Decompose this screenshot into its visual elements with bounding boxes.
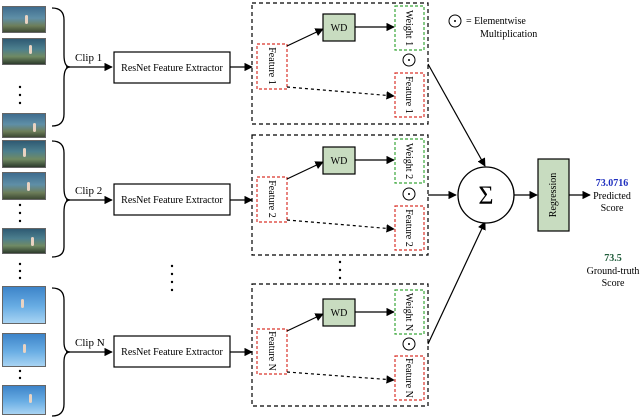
row-clip1: Clip 1 ResNet Feature Extractor Feature …	[66, 2, 429, 125]
clip1-frame-2	[2, 38, 46, 65]
sum-symbol: Σ	[478, 181, 493, 210]
clip1-frame-1	[2, 6, 46, 33]
clip2-resnet-label: ResNet Feature Extractor	[121, 195, 223, 206]
clip2-wd-label: WD	[331, 156, 348, 167]
clip1-feature-label: Feature 1	[266, 47, 277, 85]
clipN-module-box	[251, 283, 429, 407]
ground-truth-value: 73.5	[604, 253, 622, 264]
brace-clip2	[51, 140, 71, 258]
frame-dots	[18, 85, 22, 380]
clip1-label: Clip 1	[75, 52, 102, 64]
clip2-feature-out-label: Feature 2	[403, 209, 414, 247]
clip1-resnet-label: ResNet Feature Extractor	[121, 63, 223, 74]
clip2-frame-2	[2, 172, 46, 200]
row-ellipsis	[170, 260, 342, 292]
clipN-wd-box	[322, 298, 356, 327]
regression-label: Regression	[548, 173, 559, 217]
clipN-resnet-box	[113, 335, 231, 368]
clip-braces	[51, 7, 71, 417]
clip1-module-box	[251, 2, 429, 125]
clip2-resnet-box	[113, 183, 231, 216]
clipN-resnet-label: ResNet Feature Extractor	[121, 347, 223, 358]
predicted-score: 73.0716 Predicted Score	[593, 178, 631, 214]
clip1-feature-box	[256, 43, 288, 90]
clip2-wd-box	[322, 146, 356, 175]
clipN-label: Clip N	[75, 337, 105, 349]
ground-truth-line1: Ground-truth	[587, 266, 640, 277]
clip1-weight-box	[394, 5, 425, 51]
to-sum-arrows	[427, 63, 486, 345]
row-clipN: Clip N ResNet Feature Extractor Feature …	[66, 283, 429, 407]
regression-box	[537, 158, 570, 232]
predicted-line2: Score	[601, 203, 624, 214]
clip1-wd-label: WD	[331, 23, 348, 34]
clipN-feature-box	[256, 328, 288, 375]
clipN-feature-label: Feature N	[266, 331, 277, 371]
clipN-weight-box	[394, 289, 425, 335]
clipN-weight-label: Weight N	[403, 293, 414, 331]
clipN-feature-out-label: Feature N	[403, 358, 414, 398]
clip1-weight-label: Weight 1	[403, 10, 414, 46]
predicted-value: 73.0716	[596, 178, 629, 189]
legend-text-line2: Multiplication	[480, 29, 537, 40]
predicted-line1: Predicted	[593, 191, 631, 202]
clip2-weight-box	[394, 138, 425, 184]
clip1-frame-3	[2, 113, 46, 138]
clip1-feature-out-box	[394, 72, 425, 118]
ground-truth-score: 73.5 Ground-truth Score	[587, 253, 640, 289]
row-clip2: Clip 2 ResNet Feature Extractor Feature …	[66, 134, 429, 256]
clip2-label: Clip 2	[75, 185, 102, 197]
clip2-weight-label: Weight 2	[403, 143, 414, 179]
clip2-feature-box	[256, 176, 288, 223]
clipN-frame-2	[2, 333, 46, 367]
legend: = Elementwise Multiplication	[448, 14, 537, 40]
clipN-frame-1	[2, 286, 46, 324]
clip2-module-box	[251, 134, 429, 256]
clip1-feature-out-label: Feature 1	[403, 76, 414, 114]
legend-text-line1: = Elementwise	[466, 16, 526, 27]
clipN-frame-3	[2, 385, 46, 415]
clip2-feature-label: Feature 2	[266, 180, 277, 218]
clipN-wd-label: WD	[331, 308, 348, 319]
clipN-feature-out-box	[394, 355, 425, 401]
ground-truth-line2: Score	[602, 278, 625, 289]
clip2-frame-3	[2, 228, 46, 254]
clip2-feature-out-box	[394, 205, 425, 251]
clip2-frame-1	[2, 140, 46, 168]
clip1-resnet-box	[113, 51, 231, 84]
